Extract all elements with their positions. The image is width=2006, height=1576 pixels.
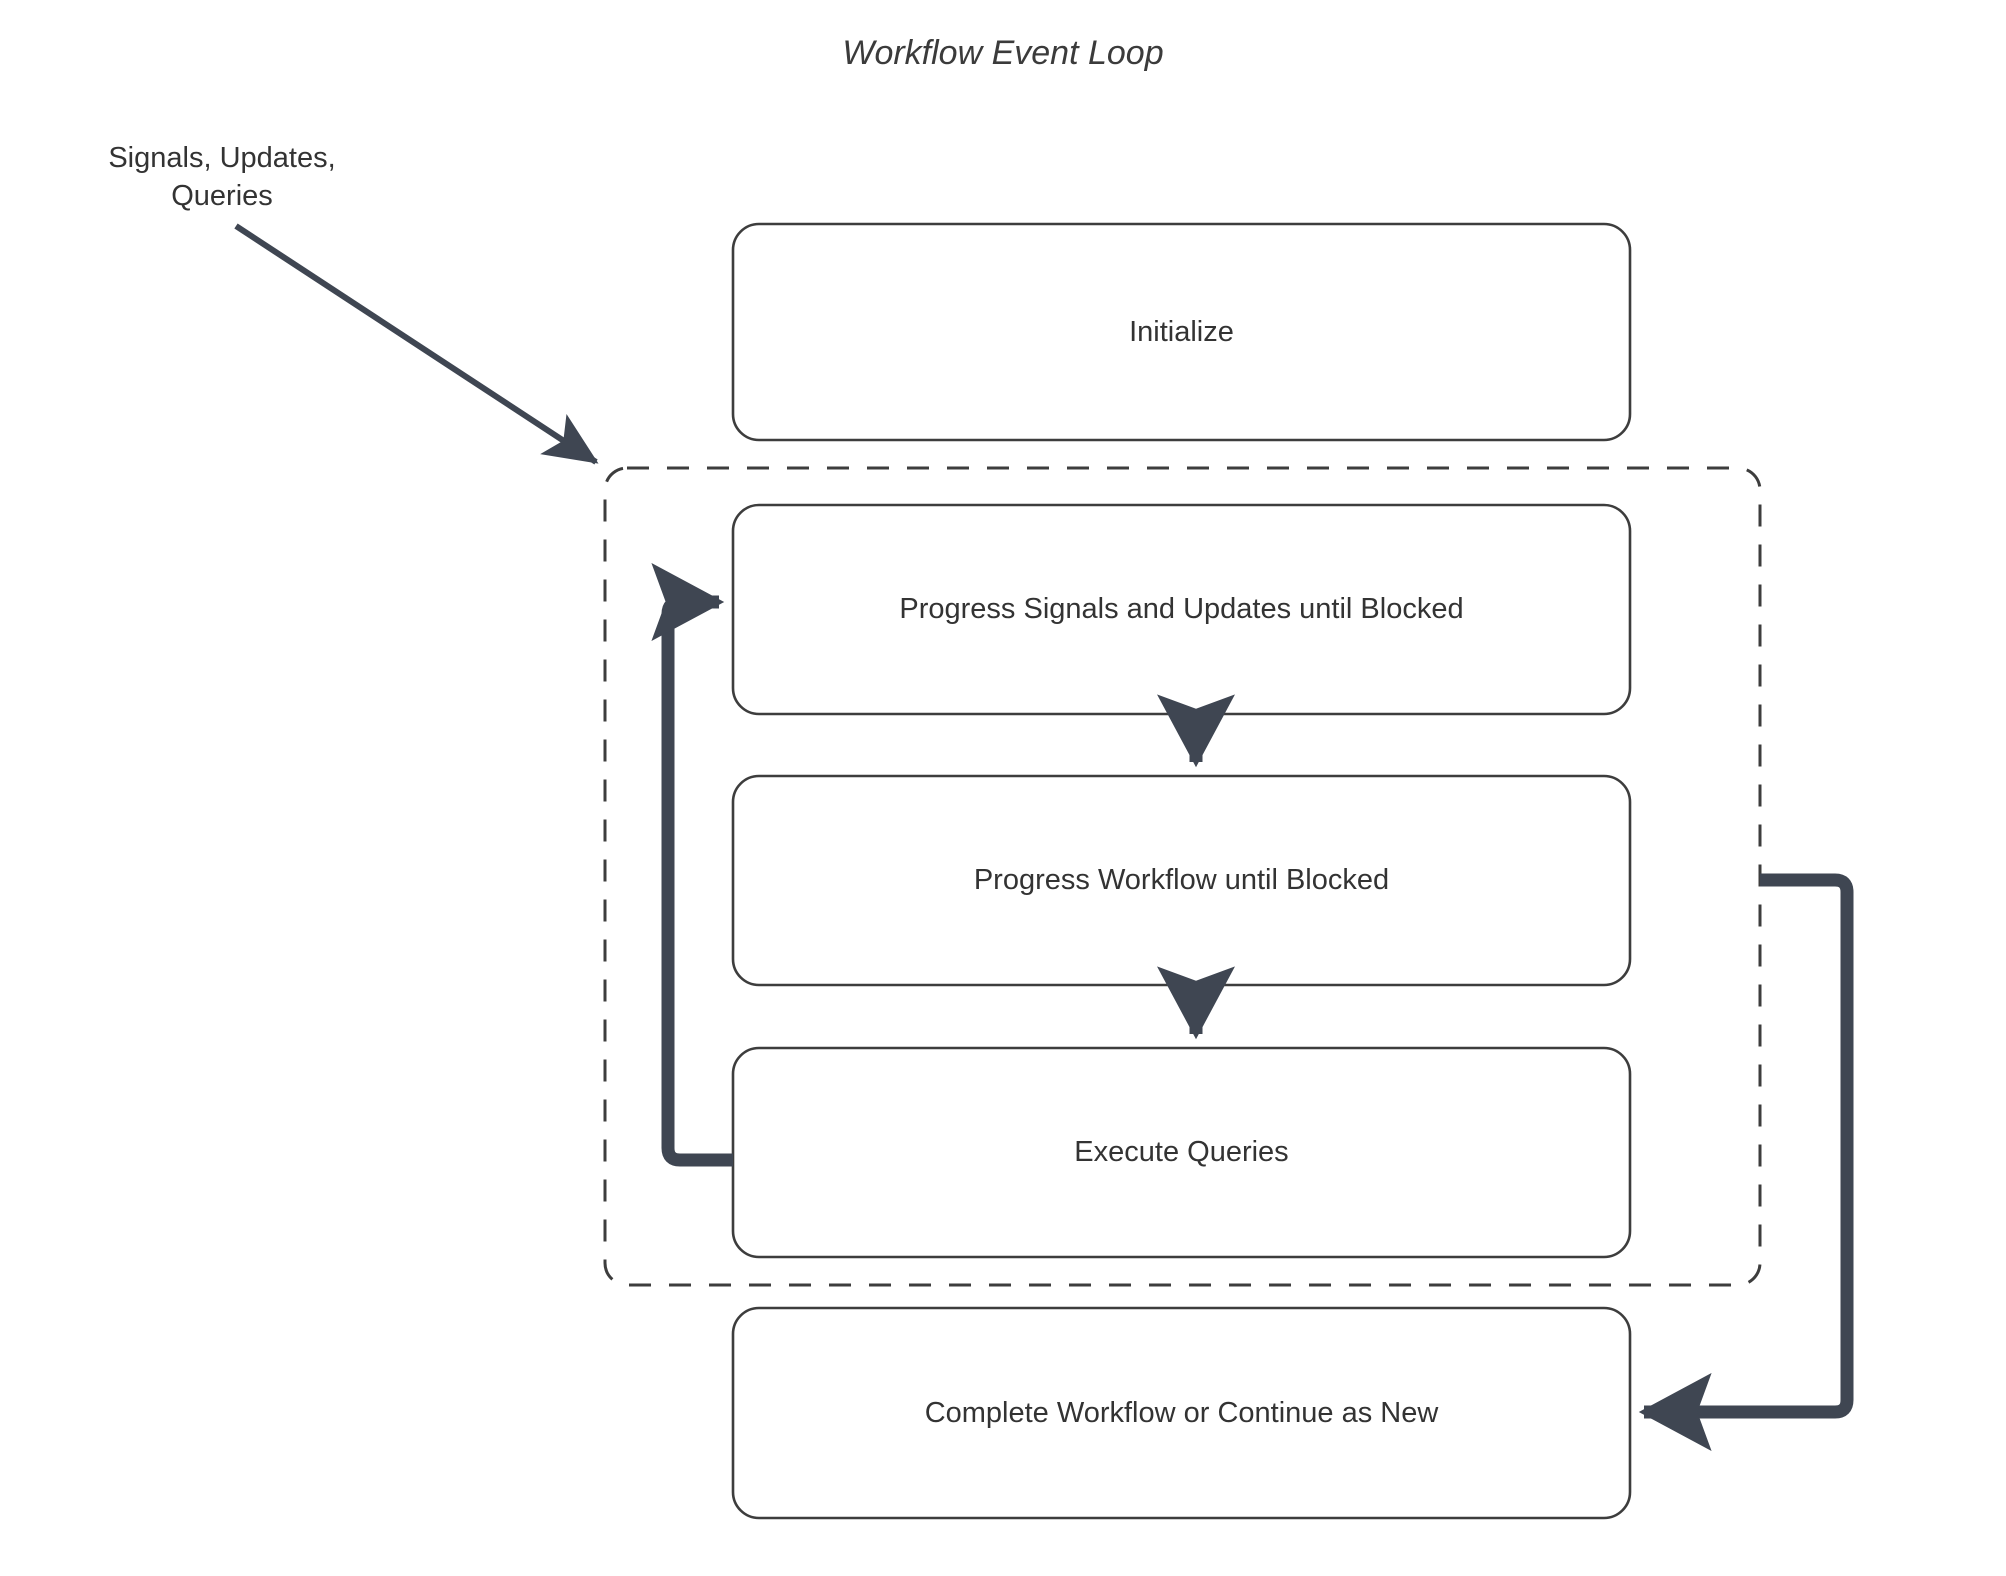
- diagram-title: Workflow Event Loop: [842, 34, 1164, 72]
- edge-label-external-input: Signals, Updates, Queries: [12, 140, 432, 215]
- node-progress-workflow-box[interactable]: [731, 774, 1632, 987]
- edge-loop-to-complete-arrow: [1638, 873, 1854, 1451]
- node-complete-workflow-box[interactable]: [731, 1306, 1632, 1520]
- node-execute-queries-box[interactable]: [731, 1046, 1632, 1259]
- edge-label-external-input-line2: Queries: [171, 179, 273, 212]
- edge-queries-loop-back-arrow: [651, 563, 733, 1167]
- edge-label-external-input-line1: Signals, Updates,: [108, 142, 336, 174]
- node-initialize-box[interactable]: [731, 222, 1632, 442]
- edge-external-input-arrow: [234, 223, 599, 465]
- node-progress-signals-box[interactable]: [731, 503, 1632, 716]
